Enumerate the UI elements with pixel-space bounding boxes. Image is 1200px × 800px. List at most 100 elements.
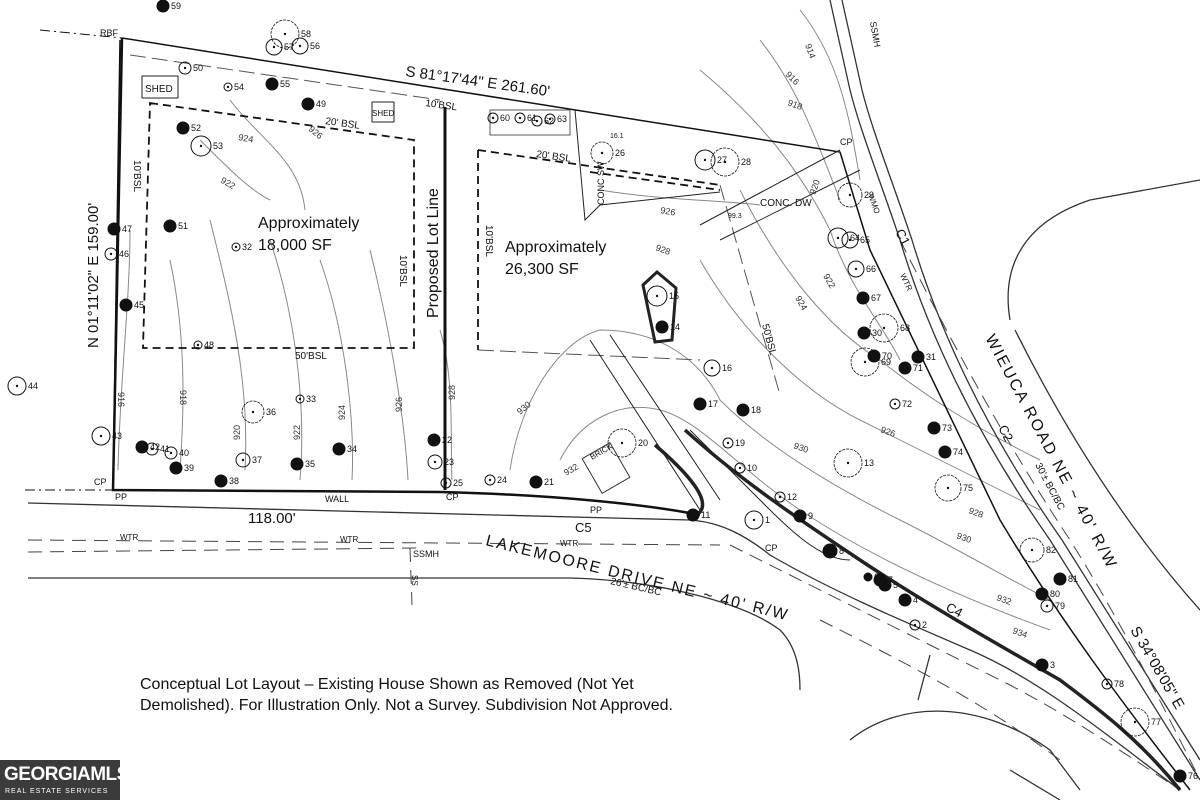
wtr-label-2: WTR	[340, 535, 358, 544]
disclaimer-note: Conceptual Lot Layout – Existing House S…	[140, 674, 780, 716]
tree-label-64: 64	[850, 233, 860, 243]
tree-label-39: 39	[184, 463, 194, 473]
contour-label-924-1: 924	[337, 405, 347, 420]
tree-label-25: 25	[453, 478, 463, 488]
tree-70: 70	[867, 349, 892, 363]
tree-label-1: 1	[765, 515, 770, 525]
bsl-10-mid: 10'BSL	[397, 255, 408, 287]
contour-label-928-1: 928	[447, 385, 457, 400]
tree-label-19: 19	[735, 438, 745, 448]
tree-9: 9	[793, 509, 813, 523]
contour-label-930-2: 930	[955, 530, 973, 545]
tree-label-50: 50	[193, 63, 203, 73]
contour-label-924-2: 924	[793, 294, 809, 312]
contour-label-916-0: 916	[784, 69, 802, 87]
tree-label-61: 61	[527, 113, 537, 123]
bsl-10-left: 10'BSL	[131, 160, 142, 192]
driveway	[574, 109, 861, 561]
tree-label-78: 78	[1114, 679, 1124, 689]
tree-11: 11	[686, 508, 710, 522]
tree-62: 62	[531, 115, 554, 127]
tree-label-46: 46	[119, 249, 129, 259]
tree-label-45: 45	[134, 300, 144, 310]
tree-label-53: 53	[213, 141, 223, 151]
contour-label-926-1: 926	[394, 397, 404, 412]
tree-label-58: 58	[301, 29, 311, 39]
tree-4: 4	[898, 593, 918, 607]
contour-label-926-2: 926	[660, 205, 677, 217]
conc-sw-label: CONC SW	[596, 161, 606, 205]
contour-label-930-1: 930	[792, 440, 810, 455]
proposed-lot-line: Proposed Lot Line	[425, 188, 442, 318]
tree-80: 80	[1035, 587, 1060, 601]
georgia-mls-logo: GEORGIAMLS REAL ESTATE SERVICES	[0, 760, 129, 800]
contour-label-918-1: 918	[178, 390, 188, 405]
tree-label-63: 63	[557, 114, 567, 124]
tree-label-15: 15	[669, 291, 679, 301]
tree-label-4: 4	[913, 595, 918, 605]
bsl-50-right: 50'BSL	[759, 323, 778, 357]
tree-3: 3	[1035, 658, 1055, 672]
wtr-label-1: WTR	[120, 533, 138, 542]
tree-label-34: 34	[347, 444, 357, 454]
tree-label-67: 67	[871, 293, 881, 303]
bsl-10-right: 10'BSL	[483, 225, 494, 257]
tree-label-17: 17	[708, 399, 718, 409]
spot-16-1: 16.1	[610, 133, 624, 140]
tree-label-62: 62	[544, 116, 554, 126]
tree-74: 74	[938, 445, 963, 459]
tree-12: 12	[774, 491, 797, 503]
tree-82: 82	[1019, 537, 1056, 563]
tree-label-82: 82	[1046, 545, 1056, 555]
tree-76: 76	[1173, 769, 1198, 783]
tree-25: 25	[440, 477, 463, 489]
tree-63: 63	[544, 113, 567, 125]
tree-label-7: 7	[888, 575, 893, 585]
tree-label-38: 38	[229, 476, 239, 486]
tree-22: 22	[427, 433, 452, 447]
tree-45: 45	[119, 298, 144, 312]
tree-label-36: 36	[266, 407, 276, 417]
tree-60: 60	[487, 112, 510, 124]
lot-left-line1: Approximately	[258, 215, 359, 232]
bearing-east: S 34°08'05" E	[1127, 624, 1188, 713]
tree-label-30: 30	[872, 328, 882, 338]
contour-label-932-1: 932	[995, 592, 1013, 607]
tree-35: 35	[290, 457, 315, 471]
tree-44: 44	[7, 376, 38, 396]
logo-sub: REAL ESTATE SERVICES	[5, 788, 109, 795]
wtr-label-3: WTR	[560, 539, 578, 548]
tree-7: 7	[873, 573, 893, 587]
tree-58: 58	[270, 19, 311, 49]
tree-19: 19	[722, 437, 745, 449]
shed-1-label: SHED	[145, 84, 173, 95]
tree-label-52: 52	[191, 123, 201, 133]
shed-2	[371, 101, 395, 123]
tree-label-77: 77	[1151, 717, 1161, 727]
tree-label-76: 76	[1188, 771, 1198, 781]
tree-label-74: 74	[953, 447, 963, 457]
tree-label-33: 33	[306, 394, 316, 404]
tree-label-73: 73	[942, 423, 952, 433]
contour-label-916-1: 916	[116, 392, 126, 407]
contour-label-918-0: 918	[786, 97, 804, 112]
tree-label-32: 32	[242, 242, 252, 252]
ssmh-label-1: SSMH	[413, 549, 439, 559]
contour-label-920-1: 920	[232, 425, 242, 440]
ss-label: SS	[410, 575, 419, 586]
frontage-south: 118.00'	[248, 510, 296, 527]
tree-2: 2	[909, 619, 927, 631]
contour-label-934-0: 934	[1011, 625, 1029, 640]
tree-label-13: 13	[864, 458, 874, 468]
tree-51: 51	[163, 219, 188, 233]
tree-label-3: 3	[1050, 660, 1055, 670]
bsl-50-left: 50'BSL	[295, 351, 327, 362]
lot-left-line2: 18,000 SF	[258, 237, 332, 254]
tree-label-75: 75	[963, 483, 973, 493]
tree-77: 77	[1120, 707, 1161, 737]
disclaimer-line-1: Conceptual Lot Layout – Existing House S…	[140, 676, 634, 693]
tree-68: 68	[869, 313, 910, 343]
pp-label-2: PP	[590, 505, 602, 515]
tree-34: 34	[332, 442, 357, 456]
tree-72: 72	[889, 398, 912, 410]
